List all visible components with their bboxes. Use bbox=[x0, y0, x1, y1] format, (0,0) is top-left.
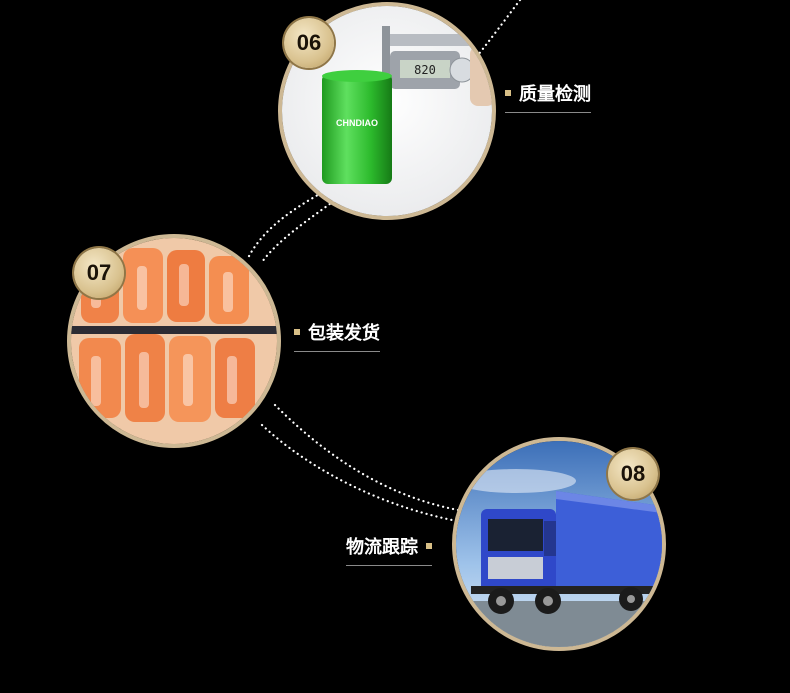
step-07-label-text: 包装发货 bbox=[308, 323, 380, 344]
step-07-number: 07 bbox=[86, 260, 112, 285]
step-08-badge: 08 bbox=[608, 449, 658, 499]
step-06-number: 06 bbox=[296, 30, 322, 55]
step-06-label-text: 质量检测 bbox=[519, 84, 591, 105]
square-bullet-icon bbox=[294, 329, 300, 335]
step-06-photo: 820 CHNDIAO bbox=[278, 2, 496, 220]
connector-top bbox=[476, 0, 522, 57]
product-brand: CHNDIAO bbox=[336, 118, 378, 128]
square-bullet-icon bbox=[505, 90, 511, 96]
step-08-label-text: 物流跟踪 bbox=[346, 537, 418, 558]
connector-07-08-b bbox=[260, 423, 454, 522]
step-07-badge: 07 bbox=[74, 248, 124, 298]
step-08-label: 物流跟踪 bbox=[346, 533, 432, 566]
square-bullet-icon bbox=[426, 543, 432, 549]
connector-06-07-a bbox=[246, 186, 332, 260]
packaged-hoses-image bbox=[71, 238, 277, 444]
step-06-label: 质量检测 bbox=[505, 80, 591, 113]
step-06-badge: 06 bbox=[284, 18, 334, 68]
step-07-photo bbox=[67, 234, 281, 448]
connector-07-08-a bbox=[273, 403, 460, 512]
caliper-inspection-image: 820 CHNDIAO bbox=[282, 6, 492, 216]
connector-06-07-b bbox=[260, 196, 340, 264]
step-07-label: 包装发货 bbox=[294, 319, 380, 352]
caliper-reading: 820 bbox=[414, 63, 436, 77]
step-08-number: 08 bbox=[620, 461, 646, 486]
